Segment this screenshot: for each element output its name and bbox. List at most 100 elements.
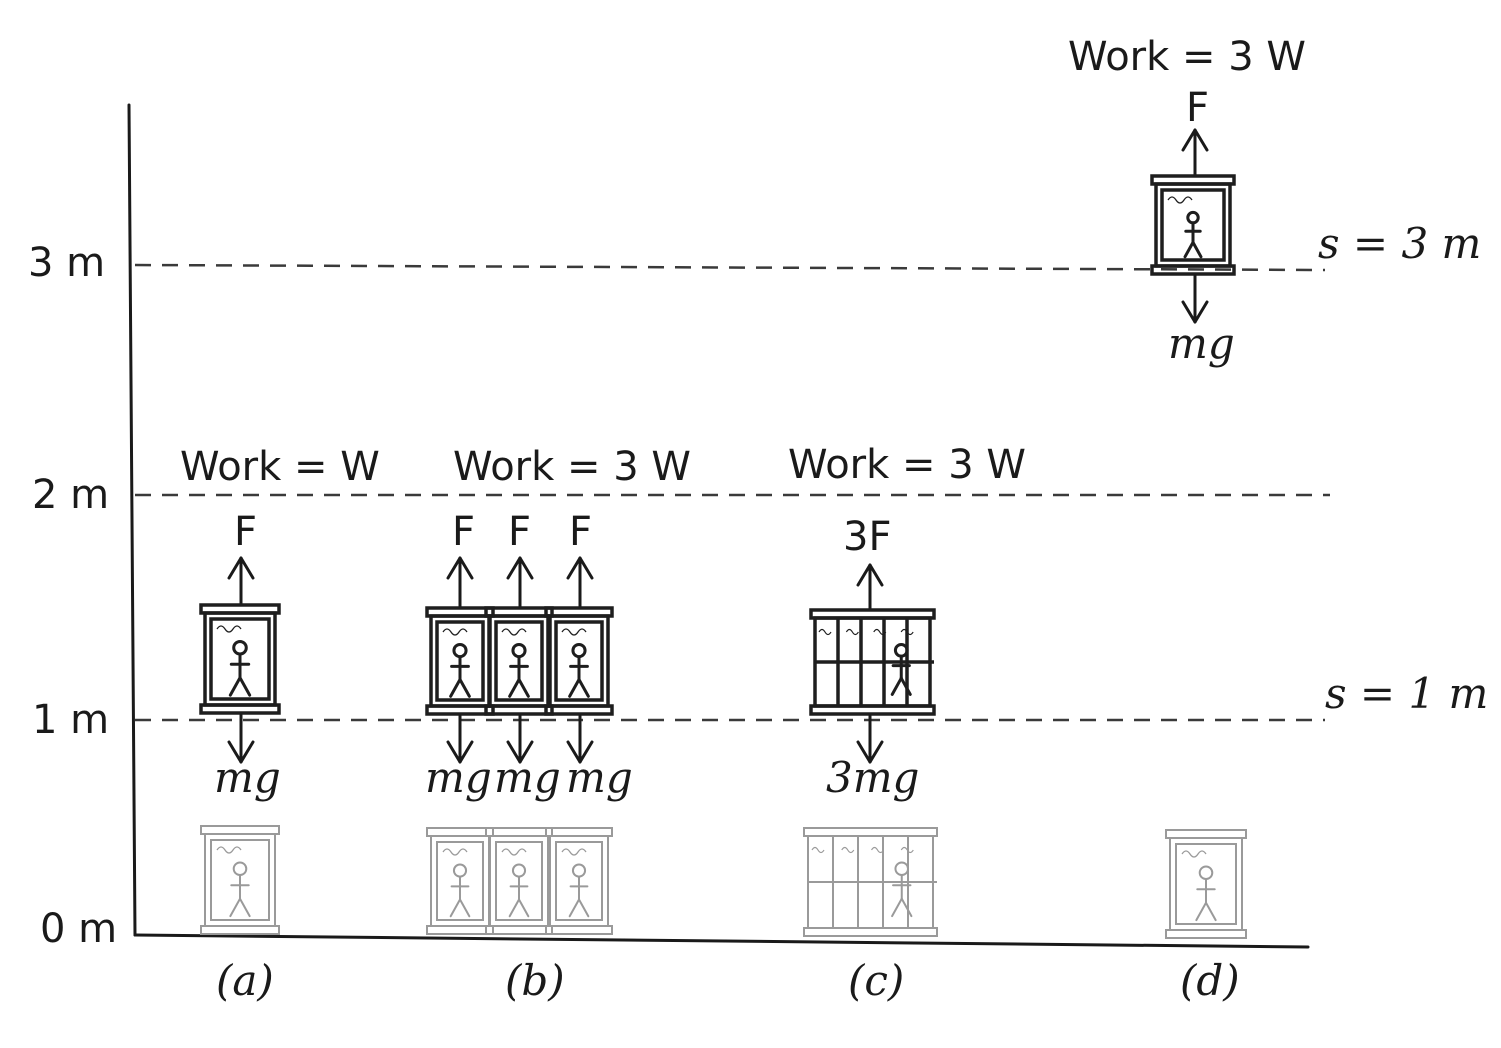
person-head: [511, 863, 527, 878]
elevator-cage-d-ground: [1165, 829, 1247, 939]
cage-sign-scribble: [561, 628, 587, 636]
cage-sign-scribble: [841, 846, 855, 854]
person-icon: [508, 642, 530, 698]
person-head: [452, 642, 468, 659]
cage-sign-scribble: [501, 628, 527, 636]
arrow-head: [1181, 128, 1209, 152]
arrow-head: [446, 740, 474, 764]
dashed-line-3m: [134, 263, 1326, 272]
cage-frame: [203, 611, 277, 707]
cage-frame: [488, 614, 550, 708]
cage-sign-scribble: [873, 628, 887, 636]
work-label-d: Work = 3 W: [1068, 34, 1306, 80]
displacement-label-1m: s = 1 m: [1325, 669, 1488, 718]
cage-frame: [204, 833, 276, 927]
person-head: [571, 642, 587, 659]
weight-label-b1: mg: [425, 753, 492, 802]
arrow-head: [566, 556, 594, 580]
cage-inner-frame: [555, 841, 603, 921]
cage-bottom-bar: [485, 925, 553, 935]
axis-label-0m: 0 m: [40, 906, 117, 952]
cage-inner-frame: [554, 620, 604, 702]
cage-top-bar: [485, 827, 553, 837]
arrow-head: [506, 556, 534, 580]
weight-label-a: mg: [214, 753, 281, 802]
person-leg-left: [228, 676, 242, 697]
person-icon: [568, 642, 590, 698]
cage-sign-scribble: [900, 846, 914, 854]
elevator-cage-combined: [809, 608, 936, 716]
arrow-head: [856, 563, 884, 587]
arrow-head: [227, 556, 255, 580]
person-leg-right: [577, 677, 590, 698]
cage-bottom-bar: [803, 927, 938, 937]
cage-frame: [549, 835, 609, 927]
force-arrows-b: [446, 556, 594, 610]
cage-bottom-bar: [426, 925, 494, 935]
person-head: [1186, 210, 1200, 225]
cage-sign-scribble: [900, 628, 914, 636]
cage-sign-scribble: [818, 628, 832, 636]
arrow-head: [1181, 300, 1209, 324]
force-label-b2: F: [508, 509, 531, 555]
cage-frame: [1169, 837, 1243, 931]
cage-frame: [548, 614, 610, 708]
person-head: [452, 863, 468, 878]
cage-sign-scribble: [1181, 850, 1207, 858]
axis-label-2m: 2 m: [32, 472, 109, 518]
person-icon: [1195, 865, 1217, 922]
cage-inner-frame: [435, 620, 485, 702]
caption-c: (c): [848, 956, 904, 1005]
cage-sign-scribble: [216, 846, 242, 854]
force-arrow-c: [856, 563, 884, 612]
person-leg-right: [239, 897, 251, 918]
work-label-a: Work = W: [180, 444, 380, 490]
cage-sign-scribble: [442, 848, 468, 856]
weight-label-b2: mg: [494, 753, 561, 802]
cage-bottom-bar: [1165, 929, 1247, 939]
elevator-cage: [426, 827, 494, 935]
person-leg-right: [517, 677, 530, 698]
cage-sign-scribble: [501, 848, 527, 856]
person-head: [511, 642, 527, 659]
elevator-cage: [1150, 174, 1236, 276]
height-axis: [127, 103, 137, 937]
force-label-d: F: [1186, 85, 1209, 131]
ground-line: [133, 933, 1310, 949]
force-label-a: F: [234, 509, 257, 555]
cage-bottom-bar: [200, 925, 280, 935]
elevator-cage: [200, 825, 280, 935]
person-head: [894, 861, 910, 877]
cage-inner-frame: [1175, 843, 1237, 925]
cage-inner-frame: [495, 841, 543, 921]
person-icon: [228, 639, 252, 697]
person-leg-right: [1191, 240, 1203, 259]
person-leg-left: [508, 898, 520, 918]
person-icon: [1183, 210, 1203, 259]
person-leg-left: [891, 897, 903, 918]
cage-top-bar: [803, 827, 938, 837]
cage-top-bar: [545, 827, 613, 837]
person-icon: [568, 863, 590, 918]
weight-label-d: mg: [1168, 319, 1235, 368]
work-label-b: Work = 3 W: [453, 444, 691, 490]
axis-label-3m: 3 m: [28, 240, 105, 286]
cage-sign-scribble: [811, 846, 825, 854]
displacement-label-3m: s = 3 m: [1318, 219, 1481, 268]
person-leg-right: [518, 898, 530, 918]
person-leg-left: [568, 677, 581, 698]
cage-top-bar: [1165, 829, 1247, 839]
elevator-cages-b-raised: [425, 606, 614, 716]
person-icon: [449, 863, 471, 918]
person-head: [1198, 865, 1214, 881]
cage-sign-scribble: [845, 628, 859, 636]
person-icon: [229, 861, 251, 918]
cage-sign-scribble: [1167, 196, 1193, 204]
person-leg-right: [459, 898, 471, 918]
person-leg-left: [508, 677, 521, 698]
person-icon: [508, 863, 530, 918]
person-leg-left: [229, 897, 241, 918]
cage-inner-frame: [1160, 188, 1226, 262]
axis-label-1m: 1 m: [32, 697, 109, 743]
